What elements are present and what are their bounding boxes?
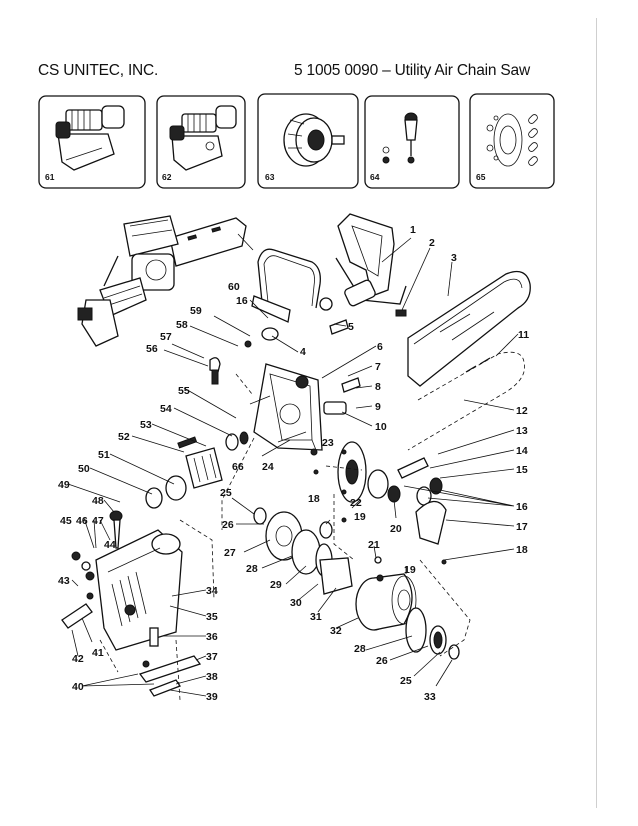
callout-12: 12 [516,405,528,417]
callout-14: 14 [516,445,528,457]
company-name: CS UNITEC, INC. [38,62,159,79]
top-handle-60 [251,248,333,323]
callout-31: 31 [310,611,322,623]
callout-56: 56 [146,343,158,355]
callout-30: 30 [290,597,302,609]
kit-box-62: 62 [156,95,246,189]
callout-8: 8 [375,381,381,393]
document-title: 5 1005 0090 – Utility Air Chain Saw [294,62,530,79]
chain-11 [407,351,525,451]
sprocket-assembly [367,457,447,545]
callout-3: 3 [451,252,457,264]
callout-18-mid: 18 [308,493,320,505]
fittings-left [61,510,123,629]
callout-11: 11 [518,329,529,341]
callout-22: 22 [350,497,362,509]
cylinder-32 [355,573,417,631]
page-edge [596,18,597,808]
callout-34: 34 [206,585,218,597]
callout-27: 27 [224,547,236,559]
callout-33: 33 [424,691,436,703]
callout-45: 45 [60,515,72,527]
kit-box-65: 65 [469,93,555,189]
callout-19-upper: 19 [354,511,366,523]
callout-32: 32 [330,625,342,637]
callout-6: 6 [377,341,383,353]
callout-57: 57 [160,331,172,343]
callout-20: 20 [390,523,402,535]
callout-labels: 1 2 3 4 5 6 7 8 9 10 11 12 13 14 15 16 1… [58,224,529,703]
callout-51: 51 [98,449,110,461]
callout-37: 37 [206,651,218,663]
callout-18-right: 18 [516,544,528,556]
kit-box-61: 61 [38,95,146,189]
endplate-stack [405,607,460,660]
callout-44: 44 [104,539,116,551]
callout-46: 46 [76,515,88,527]
callout-59: 59 [190,305,202,317]
callout-23: 23 [322,437,334,449]
callout-60: 60 [228,281,240,293]
kit-number-61: 61 [45,172,55,182]
callout-9: 9 [375,401,381,413]
callout-40: 40 [72,681,84,693]
guide-bar-3 [407,270,531,387]
assembly-lines [99,373,471,701]
handle-frame-1 [335,213,407,307]
callout-47: 47 [92,515,104,527]
kit-box-63: 63 [257,93,359,189]
callout-41: 41 [92,647,104,659]
kit-number-65: 65 [476,172,486,182]
callout-28-right: 28 [354,643,366,655]
callout-21: 21 [368,539,380,551]
callout-5: 5 [348,321,354,333]
gearbox-housing [249,363,347,451]
kit-number-64: 64 [370,172,380,182]
handle-grip-34 [95,529,183,651]
callout-4: 4 [300,346,306,358]
callout-43: 43 [58,575,70,587]
callout-13: 13 [516,425,528,437]
callout-16-right: 16 [516,501,528,513]
callout-7: 7 [375,361,381,373]
callout-66: 66 [232,461,244,473]
callout-36: 36 [206,631,218,643]
callout-48: 48 [92,495,104,507]
kit-number-62: 62 [162,172,172,182]
callout-29: 29 [270,579,282,591]
callout-58: 58 [176,319,188,331]
callout-54: 54 [160,403,172,415]
small-parts [209,309,447,565]
trigger-lever-40 [138,655,202,697]
callout-52: 52 [118,431,130,443]
callout-24: 24 [262,461,274,473]
callout-49: 49 [58,479,70,491]
callout-42: 42 [72,653,84,665]
motor-assembly-left [253,507,353,595]
callout-16-left: 16 [236,295,248,307]
bearing-plate-14 [337,441,367,503]
callout-10: 10 [375,421,387,433]
callout-25-upper: 25 [220,487,232,499]
callout-55: 55 [178,385,190,397]
leader-lines [67,233,519,697]
callout-1: 1 [410,224,416,236]
callout-50: 50 [78,463,90,475]
callout-35: 35 [206,611,218,623]
callout-19-lower: 19 [404,564,416,576]
callout-2: 2 [429,237,435,249]
callout-15: 15 [516,464,528,476]
callout-17: 17 [516,521,528,533]
assembled-saw-illustration [77,215,247,347]
callout-28-left: 28 [246,563,258,575]
callout-38: 38 [206,671,218,683]
callout-26-lower: 26 [376,655,388,667]
callout-39: 39 [206,691,218,703]
callout-53: 53 [140,419,152,431]
kit-number-63: 63 [265,172,275,182]
callout-26-upper: 26 [222,519,234,531]
callout-25-lower: 25 [400,675,412,687]
kit-box-64: 64 [364,95,460,189]
